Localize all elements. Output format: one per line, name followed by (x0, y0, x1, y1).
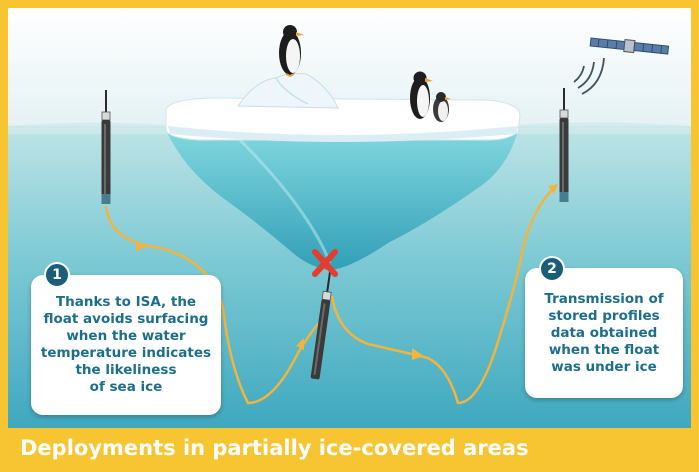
float-path-ascent (330, 187, 555, 405)
argo-float-icon (310, 271, 332, 380)
argo-float-icon (559, 88, 569, 202)
iceberg-top (165, 97, 521, 141)
callout-transmission: Transmission of stored profiles data obt… (525, 268, 683, 398)
callout-2-line: stored profiles (548, 307, 660, 324)
callout-2-line: was under ice (551, 358, 657, 375)
satellite-icon (589, 37, 670, 55)
callout-2-line: Transmission of (544, 290, 664, 307)
callout-1-line: float avoids surfacing (43, 311, 209, 327)
callout-isa: Thanks to ISA, the float avoids surfacin… (31, 275, 221, 415)
callout-1-line: Thanks to ISA, the (55, 294, 197, 310)
penguin-icon (279, 25, 304, 78)
callout-1-line: temperature indicates (40, 345, 212, 361)
callout-1-line: the likeliness (75, 362, 177, 378)
step-badge-2: 2 (539, 256, 565, 282)
penguin-icon (433, 92, 451, 122)
callout-2-line: when the float (548, 341, 660, 358)
callout-1-line: when the water (66, 328, 186, 344)
callout-1-line: of sea ice (89, 379, 163, 395)
penguin-icon (410, 71, 433, 119)
footer-title: Deployments in partially ice-covered are… (8, 429, 691, 467)
path-arrows (136, 184, 558, 360)
iceberg-underwater (166, 130, 518, 270)
cross-icon (312, 249, 338, 277)
argo-float-icon (101, 90, 111, 204)
signal-waves-icon (573, 57, 605, 95)
callout-2-line: data obtained (550, 324, 658, 341)
step-badge-1: 1 (44, 262, 70, 288)
